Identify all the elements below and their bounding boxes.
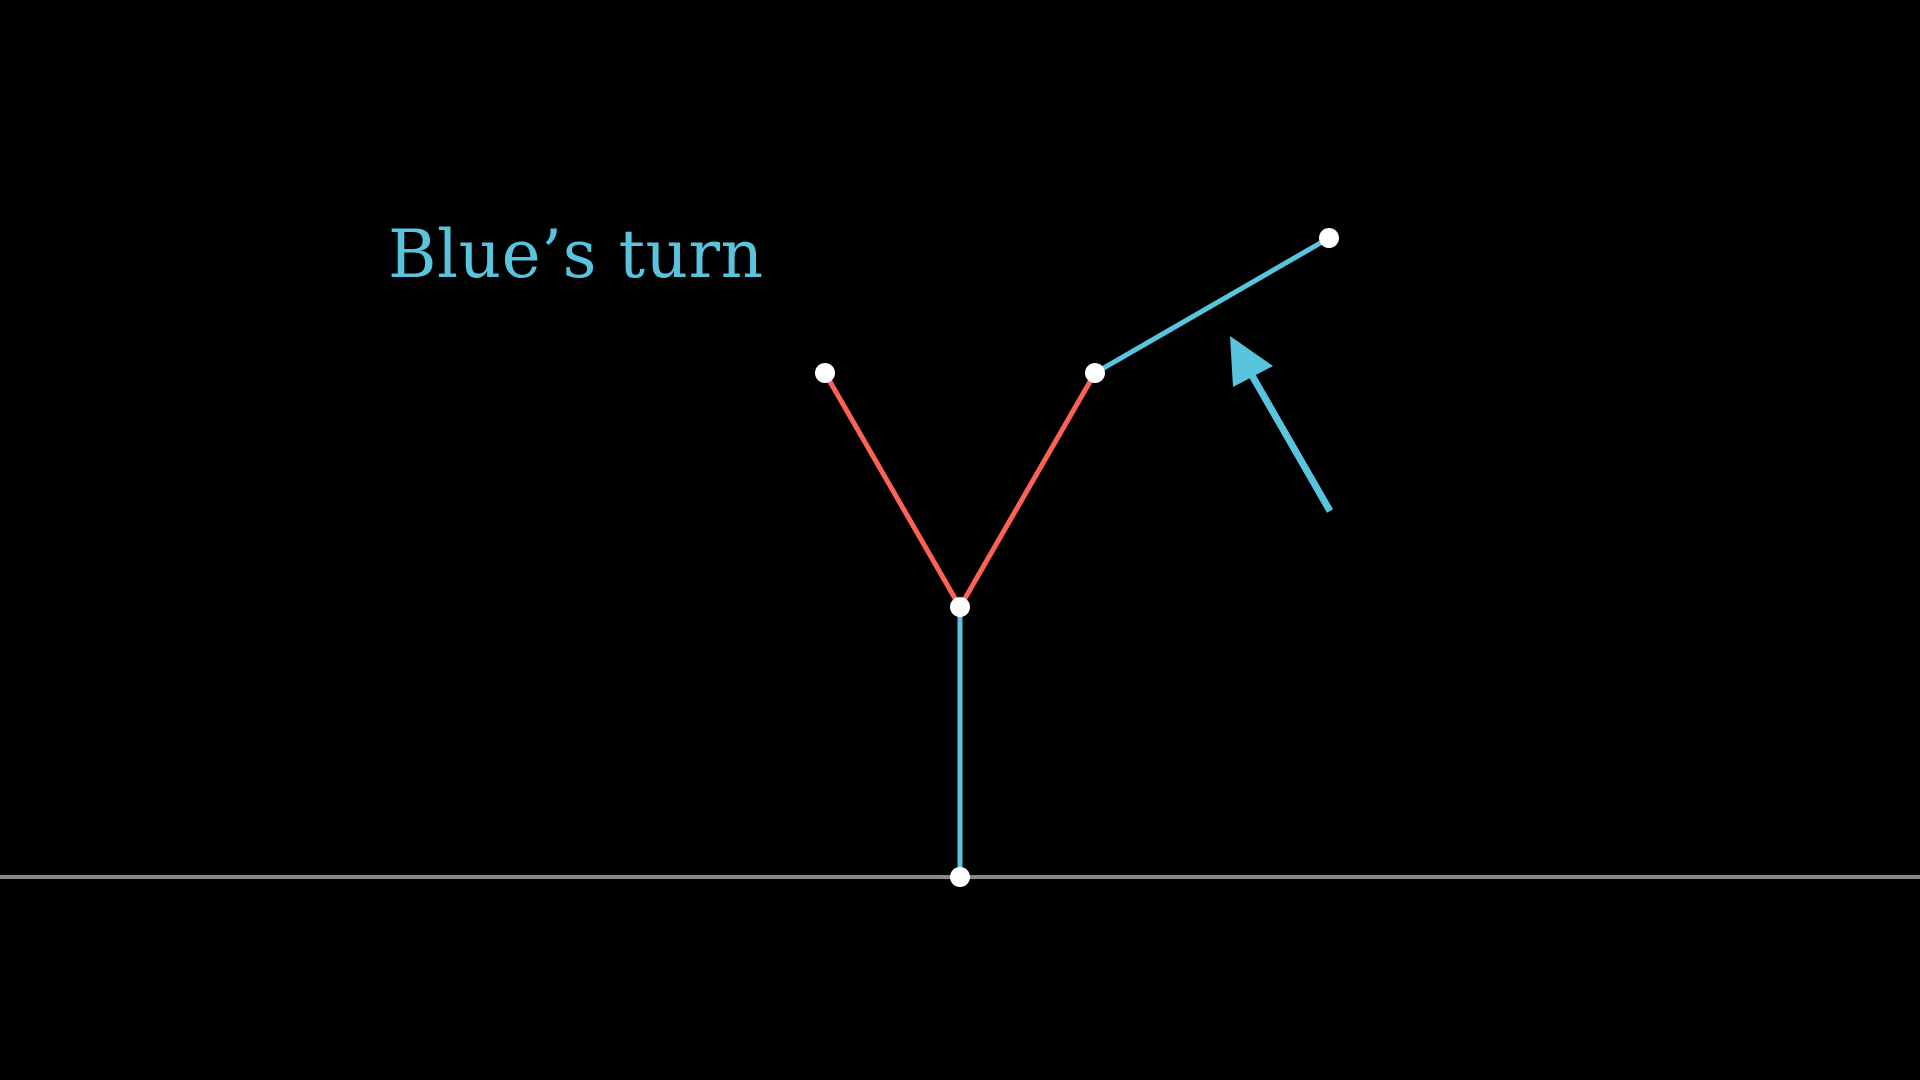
node-left-tip — [815, 363, 835, 383]
edge-left-branch[interactable] — [822, 370, 963, 610]
arrow-head — [1230, 336, 1273, 387]
node-ground — [950, 867, 970, 887]
arrow-shaft — [1246, 370, 1334, 513]
edge-upper-right-branch[interactable] — [1092, 235, 1332, 376]
node-right-joint — [1085, 363, 1105, 383]
node-junction — [950, 597, 970, 617]
turn-label: Blue’s turn — [388, 216, 764, 293]
edge-right-branch[interactable] — [957, 370, 1098, 610]
node-upper-right-tip — [1319, 228, 1339, 248]
arrow-icon — [1230, 336, 1334, 513]
